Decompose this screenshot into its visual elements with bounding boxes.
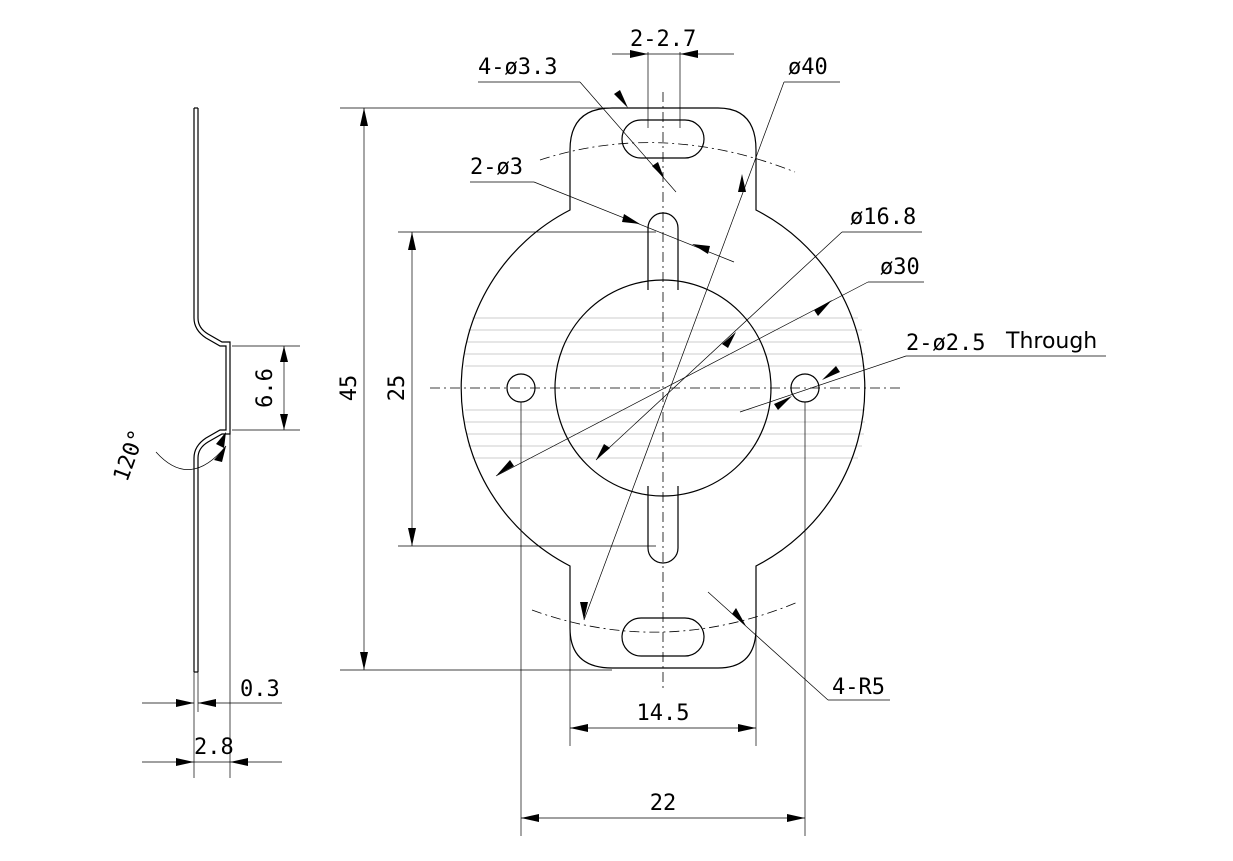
label-4-r5: 4-R5 (832, 675, 885, 700)
dim-d30: ø30 (495, 255, 924, 477)
dim-25: 25 (385, 231, 656, 547)
label-0-3: 0.3 (240, 677, 280, 702)
label-2-8: 2.8 (194, 735, 234, 760)
dim-2-8: 2.8 (142, 434, 282, 778)
label-through: Through (1005, 329, 1097, 354)
side-view-profile (193, 107, 231, 673)
label-2-d2-5: 2-ø2.5 (906, 331, 985, 356)
label-d40: ø40 (788, 55, 828, 80)
label-2-d3: 2-ø3 (470, 155, 523, 180)
label-22: 22 (650, 791, 677, 816)
dim-d40: ø40 (580, 55, 840, 621)
dim-120-angle: 120° (109, 427, 227, 485)
label-d30: ø30 (880, 255, 920, 280)
dim-4-r5: 4-R5 (707, 591, 890, 701)
dim-4-d3-3: 4-ø3.3 (478, 55, 677, 193)
centerlines (430, 92, 900, 688)
dim-2-2-7: 2-2.7 (612, 27, 734, 128)
dim-d16-8: ø16.8 (595, 205, 922, 461)
dim-22: 22 (520, 402, 806, 836)
label-2-2-7: 2-2.7 (630, 27, 696, 52)
label-6-6: 6.6 (253, 368, 278, 408)
plate-outline (460, 107, 866, 669)
dim-2-d2-5-through: 2-ø2.5 Through (739, 329, 1106, 413)
label-45: 45 (337, 375, 362, 402)
dim-6-6: 6.6 (232, 345, 300, 431)
hatching (465, 317, 865, 459)
label-d16-8: ø16.8 (850, 205, 916, 230)
label-120-angle: 120° (109, 427, 151, 485)
label-25: 25 (385, 375, 410, 402)
dim-14-5: 14.5 (569, 628, 757, 746)
dim-45: 45 (337, 107, 612, 671)
label-14-5: 14.5 (637, 701, 690, 726)
dim-0-3: 0.3 (142, 672, 282, 778)
label-4-d3-3: 4-ø3.3 (478, 55, 557, 80)
dim-2-d3: 2-ø3 (470, 155, 735, 263)
